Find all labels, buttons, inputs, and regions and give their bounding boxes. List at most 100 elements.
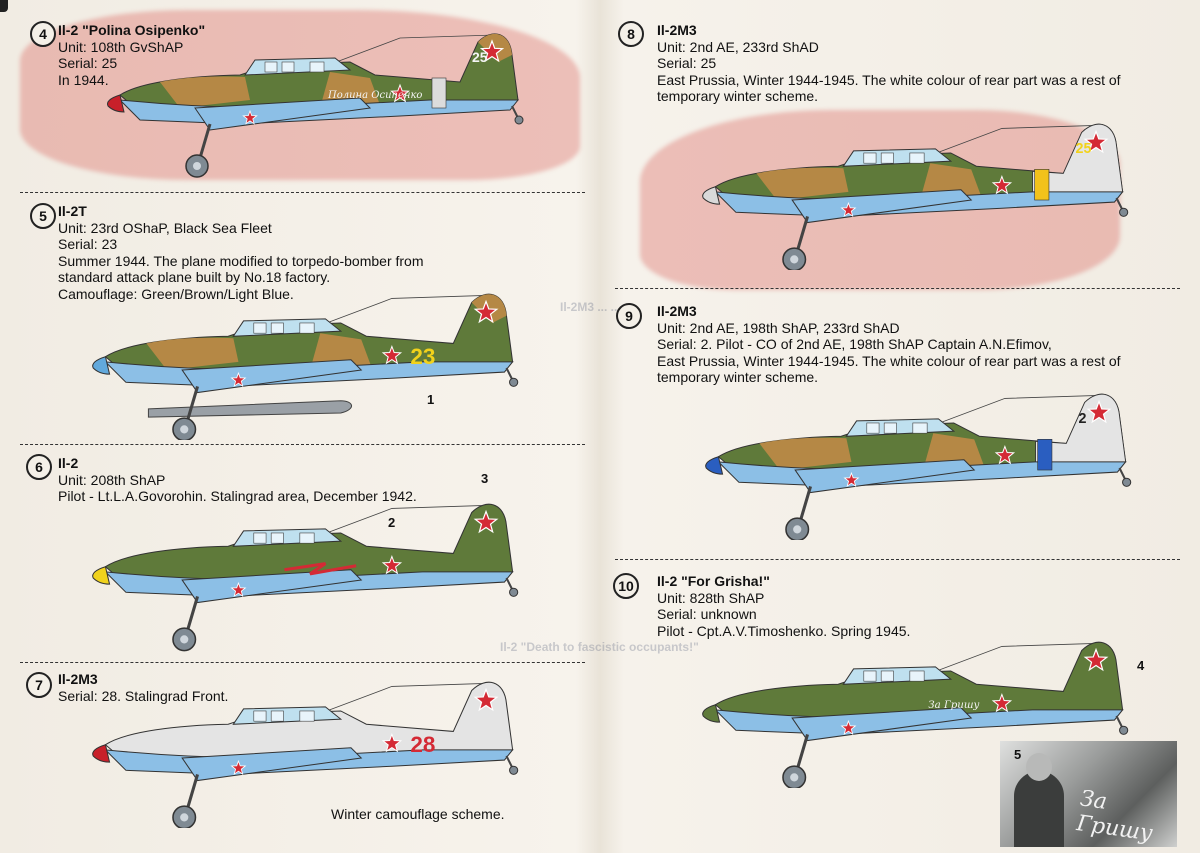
profile-line: Serial: 28. Stalingrad Front.	[58, 687, 229, 704]
landing-gear-strut	[185, 385, 200, 422]
tail-wheel	[1122, 477, 1132, 487]
canopy-pane	[880, 670, 894, 682]
tail-star	[473, 687, 499, 712]
tail-wheel	[514, 115, 524, 125]
tail-star	[479, 39, 505, 63]
separator-line	[20, 444, 585, 445]
wing	[791, 707, 973, 742]
wheel-hub	[180, 425, 189, 434]
profile-number-badge: 5	[30, 203, 56, 229]
fuselage-star	[991, 175, 1013, 195]
wing-star	[843, 471, 860, 488]
antenna-wire	[917, 394, 1103, 432]
fuselage-band	[431, 77, 447, 109]
profile-caption: Il-2M3 Unit: 2nd AE, 198th ShAP, 233rd S…	[657, 303, 1121, 386]
camo-patch	[310, 333, 372, 371]
background-ghost-text: Il-2 "Death to fascistic occupants!"	[500, 640, 699, 654]
aircraft-group: 28	[92, 681, 519, 828]
wheel-hub	[193, 162, 201, 170]
profile-line: Unit: 208th ShAP	[58, 471, 166, 488]
profile-line: East Prussia, Winter 1944-1945. The whit…	[657, 71, 1121, 88]
antenna-wire	[914, 124, 1100, 162]
canopy-pane	[863, 670, 877, 682]
antenna-wire	[314, 34, 496, 71]
propeller-spinner	[702, 186, 721, 205]
profile-number-badge: 10	[613, 573, 639, 599]
propeller-spinner	[92, 566, 111, 585]
tail-star	[1083, 129, 1109, 154]
profile-line: In 1944.	[58, 71, 109, 88]
separator-line	[20, 662, 585, 663]
profile-line: Serial: 23	[58, 236, 118, 252]
wing	[181, 747, 363, 782]
tail-star	[473, 509, 499, 534]
separator-line	[615, 559, 1180, 560]
tail-number: 25	[472, 49, 488, 65]
fuselage-number: 28	[410, 732, 435, 757]
aircraft-profile: 2	[705, 393, 1132, 540]
lightning-bolt	[284, 562, 357, 576]
tail-star	[473, 299, 499, 324]
profile-title: Il-2M3	[657, 303, 697, 319]
fuselage-star	[381, 733, 403, 753]
camo-patch	[920, 163, 982, 201]
canopy-pane	[299, 710, 315, 722]
wheel-hub	[793, 525, 802, 534]
wing-star	[840, 719, 857, 736]
canopy-pane	[883, 422, 897, 434]
fuselage-upper	[714, 641, 1124, 725]
aircraft-group	[92, 503, 519, 652]
fuselage-number: 23	[410, 344, 435, 369]
profile-line: standard attack plane built by No.18 fac…	[58, 269, 331, 285]
callout-number: 2	[388, 515, 396, 530]
wing-star	[230, 371, 247, 388]
tail-wheel	[509, 765, 519, 775]
propeller-spinner	[92, 356, 111, 375]
wheel-hub	[790, 773, 799, 782]
profile-number-badge: 7	[26, 672, 52, 698]
callout-number: 1	[427, 392, 435, 407]
profile-line: Serial: unknown	[657, 606, 757, 622]
profile-line: Unit: 108th GvShAP	[58, 38, 184, 55]
landing-gear-strut	[185, 595, 200, 632]
profile-line: Serial: 25	[657, 55, 717, 71]
canopy-pane	[309, 61, 325, 73]
aircraft-profile: За Гришу	[702, 641, 1129, 788]
profile-line: Camouflage: Green/Brown/Light Blue.	[58, 285, 294, 302]
fuselage-star	[991, 693, 1013, 713]
tail-number: 25	[1076, 141, 1092, 157]
photo-callout-number: 5	[1014, 747, 1022, 762]
propeller-spinner	[92, 744, 111, 763]
profile-caption: Il-2M3 Unit: 2nd AE, 233rd ShAD Serial: …	[657, 22, 1121, 105]
aircraft-profile: 23	[92, 293, 519, 440]
background-ghost-text: Il-2M3 ... ... ...	[560, 300, 635, 314]
profile-line: Serial: 2. Pilot - CO of 2nd AE, 198th S…	[657, 336, 1052, 352]
wing	[794, 459, 976, 494]
profile-title: Il-2M3	[58, 671, 98, 687]
propeller-spinner	[107, 94, 125, 113]
canopy-pane	[880, 152, 894, 164]
antenna-wire	[304, 504, 490, 542]
propeller-spinner	[702, 704, 721, 723]
landing-gear-strut	[198, 123, 212, 159]
tail-wheel	[509, 377, 519, 387]
canopy-pane	[270, 532, 284, 544]
canopy-pane	[253, 322, 267, 334]
wing-star	[242, 109, 258, 125]
canopy-pane	[253, 710, 267, 722]
separator-line	[20, 192, 585, 193]
wheel-hub	[180, 813, 189, 822]
tail-wheel	[509, 587, 519, 597]
profile-number-badge: 4	[30, 21, 56, 47]
profile-title: Il-2	[58, 455, 79, 471]
fuselage-upper	[104, 503, 514, 587]
aircraft-group: 2	[705, 393, 1132, 540]
landing-gear-strut	[795, 215, 810, 252]
antenna-wire	[304, 682, 490, 720]
camo-patch	[756, 167, 849, 201]
landing-gear-strut	[795, 733, 810, 770]
tail-wheel	[1119, 207, 1129, 217]
fuselage-band	[1034, 169, 1050, 201]
